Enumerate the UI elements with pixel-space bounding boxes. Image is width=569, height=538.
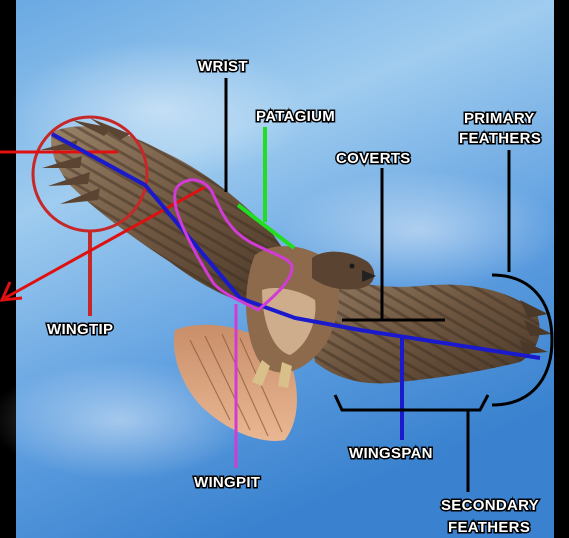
label-patagium: PATAGIUM — [256, 108, 335, 125]
label-wingspan: WINGSPAN — [349, 445, 433, 462]
label-primary-line2: FEATHERS — [459, 130, 541, 147]
label-secondary-line1: SECONDARY — [441, 497, 539, 514]
label-secondary-line2: FEATHERS — [448, 519, 530, 536]
label-wrist: WRIST — [198, 58, 248, 75]
label-wingtip: WINGTIP — [47, 321, 113, 338]
label-wingpit: WINGPIT — [194, 474, 260, 491]
label-primary-line1: PRIMARY — [464, 110, 535, 127]
label-coverts: COVERTS — [336, 150, 411, 167]
